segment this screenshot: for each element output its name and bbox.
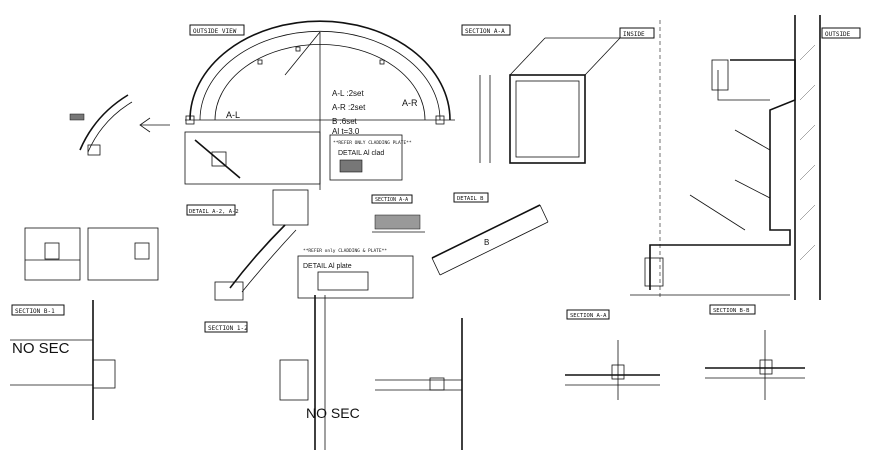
header-section-aa-top: SECTION A-A [465, 28, 505, 35]
no-sec-left: NO SEC [12, 340, 70, 357]
small-detail-left [24, 227, 159, 281]
section-12: SECTION 1-2 NO SEC [204, 295, 360, 450]
legend-detail-plate: DETAIL Al plate [303, 263, 352, 270]
arc-label-left: A-L [226, 110, 240, 120]
section-aa-middle: SECTION A-A [371, 194, 425, 233]
detail-b: DETAIL B B [431, 192, 549, 276]
header-section-b1: SECTION B-1 [15, 308, 55, 315]
detail-a2: DETAIL A-2, A-2 DETAIL Al plate **REFER … [186, 189, 414, 301]
label-b: B [484, 238, 489, 247]
legend-al: A-L :2set [332, 89, 364, 98]
header-detail-b: DETAIL B [457, 196, 484, 202]
header-section-12: SECTION 1-2 [208, 325, 248, 332]
header-detail-a2: DETAIL A-2, A-2 [189, 209, 239, 215]
header-outside: OUTSIDE [825, 31, 851, 38]
section-inside-outside: INSIDE OUTSIDE [619, 15, 861, 300]
section-aa-top: SECTION A-A [461, 24, 621, 164]
legend-b: B :6set [332, 117, 358, 126]
left-fragment [69, 94, 170, 156]
header-section-bb: SECTION B-B [713, 308, 750, 314]
no-sec-bottom: NO SEC [306, 405, 360, 421]
header-inside: INSIDE [623, 31, 645, 38]
legend-plate-note: **REFER only CLADDING & PLATE** [303, 248, 387, 254]
section-b1: SECTION B-1 NO SEC [10, 300, 116, 420]
arc-legend: A-L :2set A-R :2set B :6set Al t=3.0 **R… [329, 89, 412, 181]
legend-detail-clad: DETAIL Al clad [338, 150, 384, 157]
legend-ar: A-R :2set [332, 103, 366, 112]
section-bottom-middle [375, 318, 463, 450]
legend-note: **REFER ONLY CLADDING PLATE** [333, 140, 412, 146]
arc-label-right: A-R [402, 98, 418, 108]
header-outside-view: OUTSIDE VIEW [193, 28, 237, 35]
header-section-aa-bottom: SECTION A-A [570, 313, 607, 319]
section-bb: SECTION B-B [705, 304, 805, 400]
section-aa-bottom: SECTION A-A [565, 309, 660, 400]
outside-view-arc: OUTSIDE VIEW A-L A-R [185, 20, 455, 190]
legend-al-thickness: Al t=3.0 [332, 127, 360, 136]
header-section-aa-middle: SECTION A-A [375, 197, 408, 203]
detail-box-left [184, 131, 321, 185]
